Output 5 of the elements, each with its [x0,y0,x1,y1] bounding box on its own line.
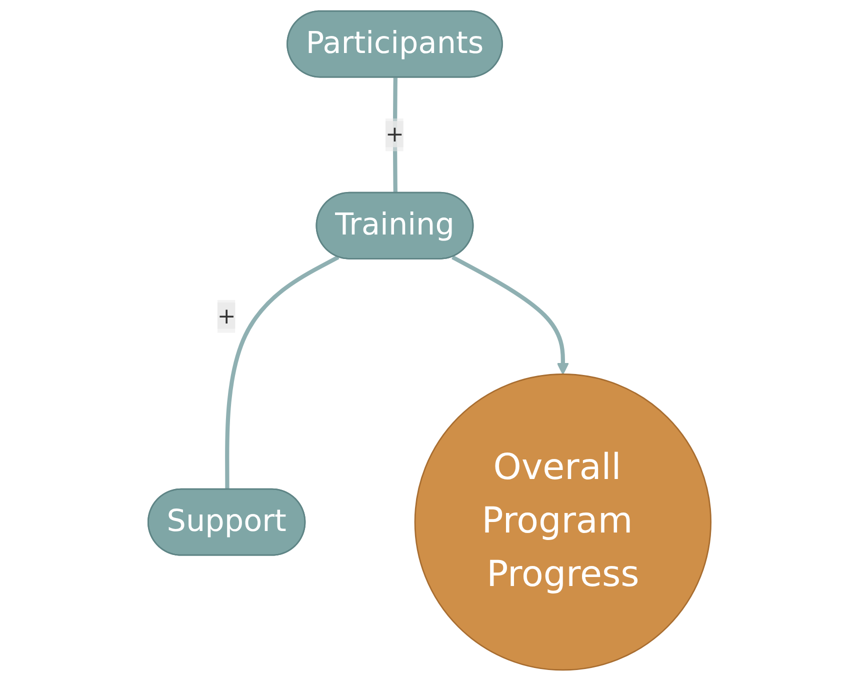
node-circle: Overall Program Progress [414,374,712,671]
arrow [452,255,569,375]
edge-label: + [386,121,404,148]
connector [225,255,340,490]
edge-label: + [217,302,236,329]
